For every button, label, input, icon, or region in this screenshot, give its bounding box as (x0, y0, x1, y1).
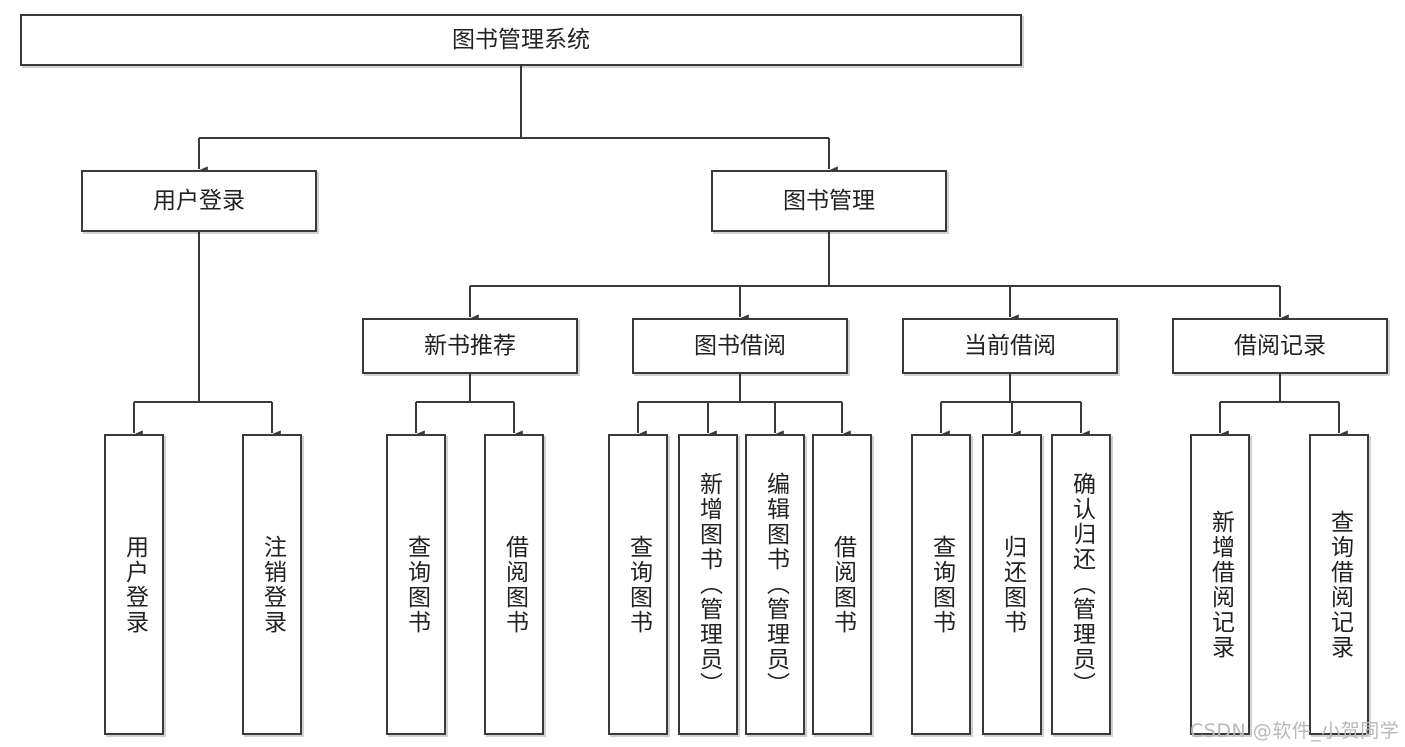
node-label: 当前借阅 (964, 332, 1056, 359)
node-leaf-add-record[interactable]: 新增借阅记录 (1190, 434, 1250, 735)
node-label: 注销登录 (259, 534, 286, 635)
node-leaf-add-book[interactable]: 新增图书（管理员） (678, 434, 738, 735)
node-label: 查询图书 (625, 534, 652, 635)
node-leaf-edit-book[interactable]: 编辑图书（管理员） (745, 434, 805, 735)
node-label: 查询图书 (403, 534, 430, 635)
node-leaf-confirm-return[interactable]: 确认归还（管理员） (1051, 434, 1111, 735)
node-leaf-query-book-2[interactable]: 查询图书 (608, 434, 668, 735)
node-label: 新增图书（管理员） (695, 472, 722, 697)
node-leaf-query-book-1[interactable]: 查询图书 (386, 434, 446, 735)
node-user-login[interactable]: 用户登录 (81, 170, 317, 232)
node-current-borrow[interactable]: 当前借阅 (902, 318, 1118, 374)
node-label: 图书管理系统 (452, 26, 590, 53)
node-leaf-query-record[interactable]: 查询借阅记录 (1309, 434, 1369, 735)
node-label: 查询图书 (928, 534, 955, 635)
node-leaf-borrow-book-1[interactable]: 借阅图书 (484, 434, 544, 735)
node-label: 借阅图书 (829, 534, 856, 635)
node-label: 借阅图书 (501, 534, 528, 635)
node-label: 图书管理 (783, 187, 875, 214)
node-label: 用户登录 (153, 187, 245, 214)
node-label: 归还图书 (999, 534, 1026, 635)
node-leaf-user-login[interactable]: 用户登录 (104, 434, 164, 735)
node-label: 借阅记录 (1234, 332, 1326, 359)
node-label: 确认归还（管理员） (1068, 472, 1095, 697)
node-leaf-return-book[interactable]: 归还图书 (982, 434, 1042, 735)
node-label: 新增借阅记录 (1207, 509, 1234, 660)
node-book-borrow[interactable]: 图书借阅 (632, 318, 848, 374)
node-leaf-query-book-3[interactable]: 查询图书 (911, 434, 971, 735)
node-borrow-record[interactable]: 借阅记录 (1172, 318, 1388, 374)
node-label: 新书推荐 (424, 332, 516, 359)
node-label: 查询借阅记录 (1326, 509, 1353, 660)
node-label: 编辑图书（管理员） (762, 472, 789, 697)
node-root[interactable]: 图书管理系统 (20, 14, 1022, 66)
node-label: 图书借阅 (694, 332, 786, 359)
node-leaf-borrow-book-2[interactable]: 借阅图书 (812, 434, 872, 735)
node-leaf-logout[interactable]: 注销登录 (242, 434, 302, 735)
node-new-book-recommend[interactable]: 新书推荐 (362, 318, 578, 374)
node-label: 用户登录 (121, 534, 148, 635)
node-book-manage[interactable]: 图书管理 (711, 170, 947, 232)
